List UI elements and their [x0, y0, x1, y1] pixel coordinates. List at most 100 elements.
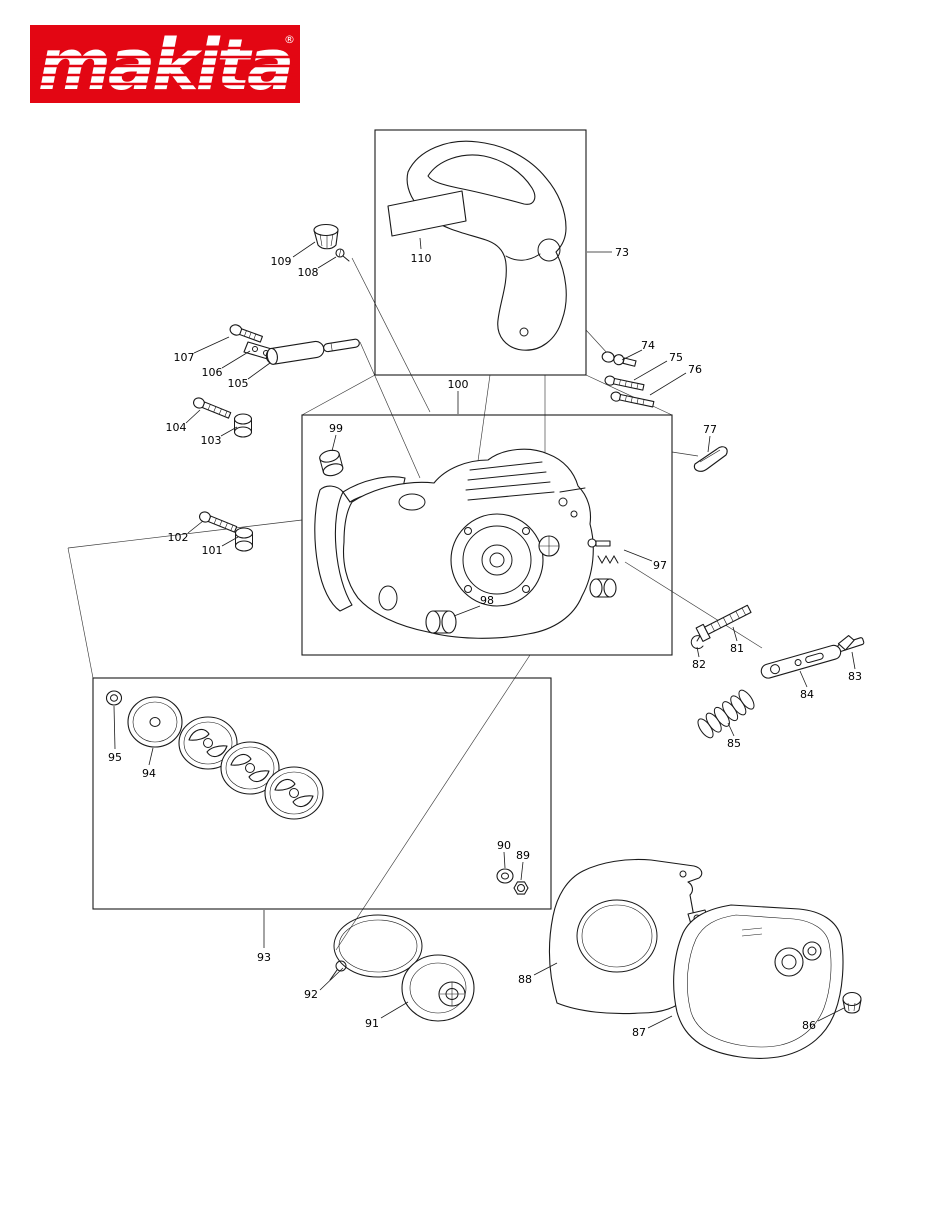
part-screw-104 [193, 397, 232, 419]
part-tensioner-bar-84 [760, 635, 855, 679]
part-washer-95 [105, 690, 123, 706]
part-number-102: 102 [168, 531, 189, 544]
leader-line-82 [696, 646, 700, 658]
leader-line-92 [319, 967, 344, 991]
part-number-90: 90 [497, 839, 511, 852]
leader-line-75 [633, 360, 668, 381]
part-pin-105 [265, 338, 360, 365]
assembly-box-73 [374, 129, 587, 376]
part-number-86: 86 [802, 1019, 816, 1032]
part-number-105: 105 [228, 377, 249, 390]
leader-line-89 [520, 861, 524, 881]
part-cushion-99 [319, 449, 344, 477]
part-number-75: 75 [669, 351, 683, 364]
leader-line-94 [148, 747, 154, 766]
registered-mark-icon: ® [284, 33, 295, 46]
part-number-101: 101 [202, 544, 223, 557]
leader-line-86 [817, 1007, 845, 1022]
part-clutch-washer-c [264, 766, 324, 820]
part-number-98: 98 [480, 594, 494, 607]
leader-line-98 [453, 605, 481, 617]
part-screw-75 [604, 375, 645, 391]
part-disc-94 [127, 696, 183, 748]
part-clutch-drum-91 [401, 954, 475, 1022]
part-chain-guard-88 [548, 858, 709, 1015]
part-label-sticker-110 [387, 190, 467, 237]
part-number-84: 84 [800, 688, 814, 701]
leader-line-85 [727, 722, 735, 737]
part-number-89: 89 [516, 849, 530, 862]
clutch-housing-circle [450, 513, 544, 607]
logo-box [30, 25, 300, 103]
part-number-76: 76 [688, 363, 702, 376]
leader-line-104 [185, 409, 201, 424]
leader-line-102 [187, 520, 204, 534]
part-rear-handle-73 [406, 140, 567, 351]
part-cushion-98 [425, 610, 457, 634]
part-nut-89 [513, 881, 529, 895]
part-cap-109 [313, 223, 339, 250]
leader-line-95 [113, 705, 116, 750]
leader-line-90 [503, 851, 506, 869]
construction-lines [67, 257, 763, 951]
logo-stripes [33, 46, 297, 86]
leader-line-108 [317, 256, 337, 269]
part-number-74: 74 [641, 339, 655, 352]
part-number-91: 91 [365, 1017, 379, 1030]
part-sprocket-cover-87 [673, 904, 844, 1059]
part-engine-housing-100 [314, 448, 619, 639]
part-number-108: 108 [298, 266, 319, 279]
leader-line-91 [380, 1001, 409, 1019]
part-number-95: 95 [108, 751, 122, 764]
part-number-97: 97 [653, 559, 667, 572]
leader-line-99 [331, 434, 337, 452]
part-number-87: 87 [632, 1026, 646, 1039]
part-screw-81 [695, 604, 752, 642]
part-number-82: 82 [692, 658, 706, 671]
part-number-106: 106 [202, 366, 223, 379]
part-number-94: 94 [142, 767, 156, 780]
part-washer-90 [496, 868, 514, 884]
part-screw-74 [601, 351, 637, 367]
part-band-92 [329, 914, 423, 981]
part-screw-107 [229, 324, 263, 343]
leader-line-107 [193, 336, 230, 354]
part-screw-102 [199, 511, 238, 533]
part-number-83: 83 [848, 670, 862, 683]
part-spring-85 [697, 689, 755, 739]
part-number-88: 88 [518, 973, 532, 986]
part-bolt-spring-97 [587, 538, 619, 565]
part-number-93: 93 [257, 951, 271, 964]
part-number-99: 99 [329, 422, 343, 435]
part-grommet-103 [233, 413, 253, 438]
leader-line-87 [647, 1015, 673, 1029]
part-number-104: 104 [166, 421, 187, 434]
part-screw-76 [610, 391, 655, 408]
leader-line-103 [220, 426, 238, 437]
part-grommet-101 [234, 527, 254, 552]
part-clip-77 [693, 446, 728, 472]
assembly-box-100 [301, 414, 673, 656]
part-number-73: 73 [615, 246, 629, 259]
leader-line-106 [221, 350, 251, 369]
leader-line-101 [221, 536, 239, 547]
callout-layer: 7374757677818283848586878889909192939495… [108, 237, 862, 1039]
part-number-100: 100 [448, 378, 469, 391]
part-screw-108 [335, 248, 350, 262]
leader-line-88 [533, 962, 558, 976]
leader-line-105 [247, 362, 271, 380]
leader-line-77 [707, 435, 711, 453]
assembly-box-93 [92, 677, 552, 910]
leader-line-97 [623, 549, 653, 562]
makita-logo: makita ® [30, 24, 300, 106]
part-cap-86 [842, 991, 862, 1014]
part-number-109: 109 [271, 255, 292, 268]
part-number-107: 107 [174, 351, 195, 364]
leader-line-84 [799, 670, 808, 688]
leader-line-76 [649, 372, 687, 396]
part-number-81: 81 [730, 642, 744, 655]
part-number-77: 77 [703, 423, 717, 436]
part-number-85: 85 [727, 737, 741, 750]
leader-line-110 [419, 237, 422, 250]
